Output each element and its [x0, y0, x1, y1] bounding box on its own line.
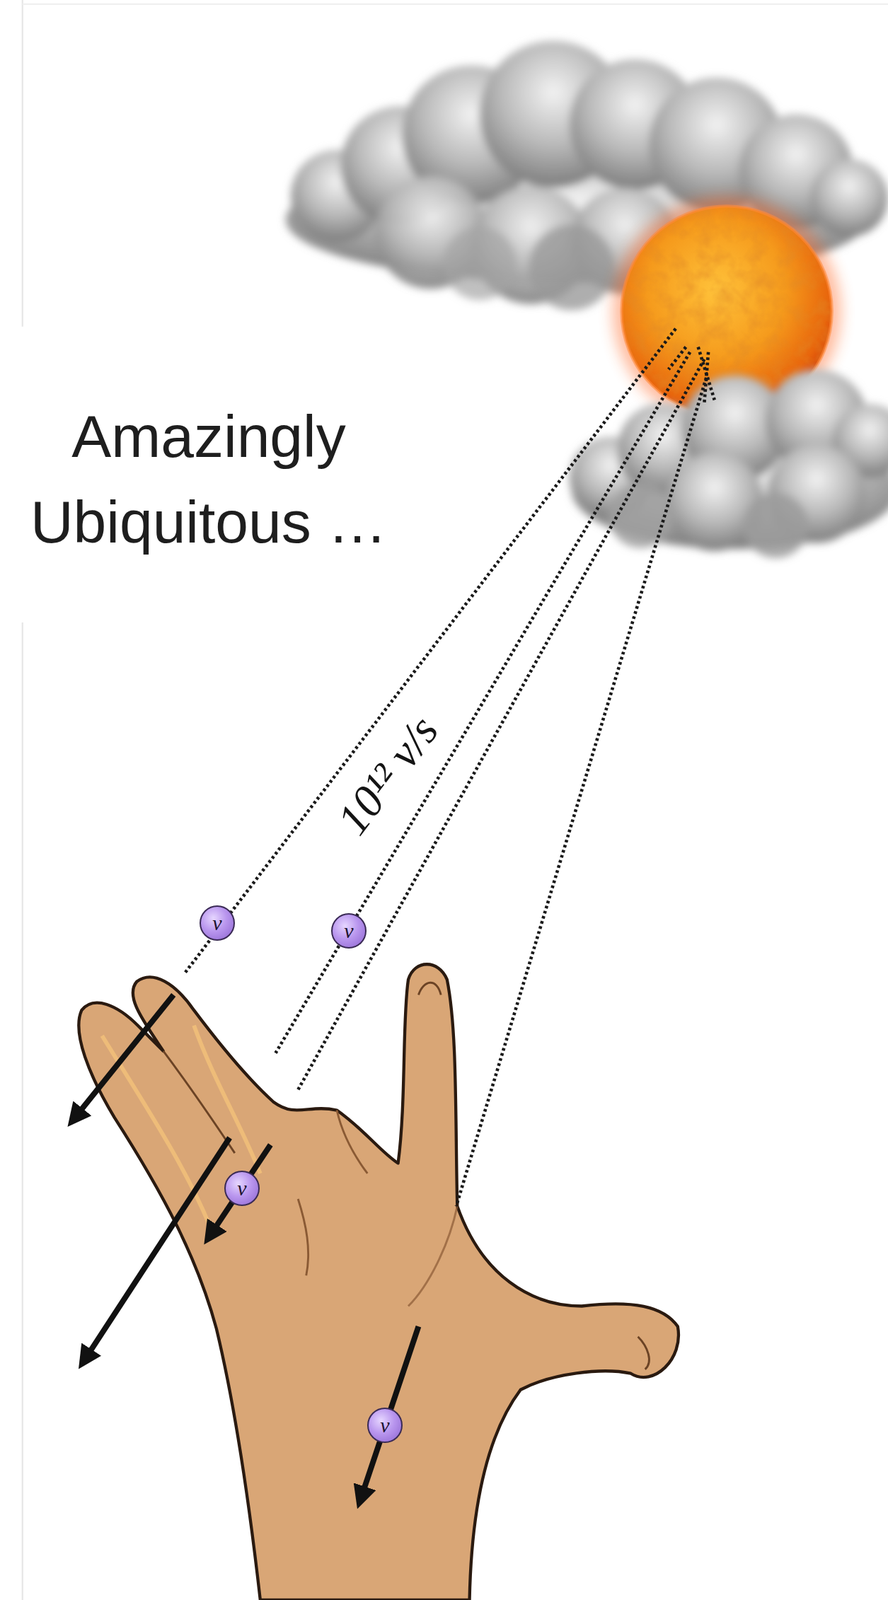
hand: [78, 964, 679, 1600]
neutrino-circle: ν: [367, 1408, 403, 1444]
neutrino-symbol: ν: [212, 912, 222, 934]
headline-text: Amazingly Ubiquitous …: [17, 394, 400, 566]
neutrino-symbol: ν: [237, 1178, 247, 1200]
cloud: [569, 369, 888, 559]
neutrino-symbol: ν: [379, 1415, 390, 1437]
frame-line: [21, 0, 24, 327]
neutrino-circle: ν: [331, 913, 367, 949]
neutrino-circle: ν: [199, 905, 235, 942]
frame-line: [22, 3, 888, 5]
neutrino-symbol: ν: [343, 920, 354, 942]
frame-line: [21, 622, 24, 1600]
neutrino-circle: ν: [224, 1171, 260, 1207]
rate-label: 10¹² ν/s: [326, 705, 449, 846]
motion-arrow: [73, 995, 419, 1501]
